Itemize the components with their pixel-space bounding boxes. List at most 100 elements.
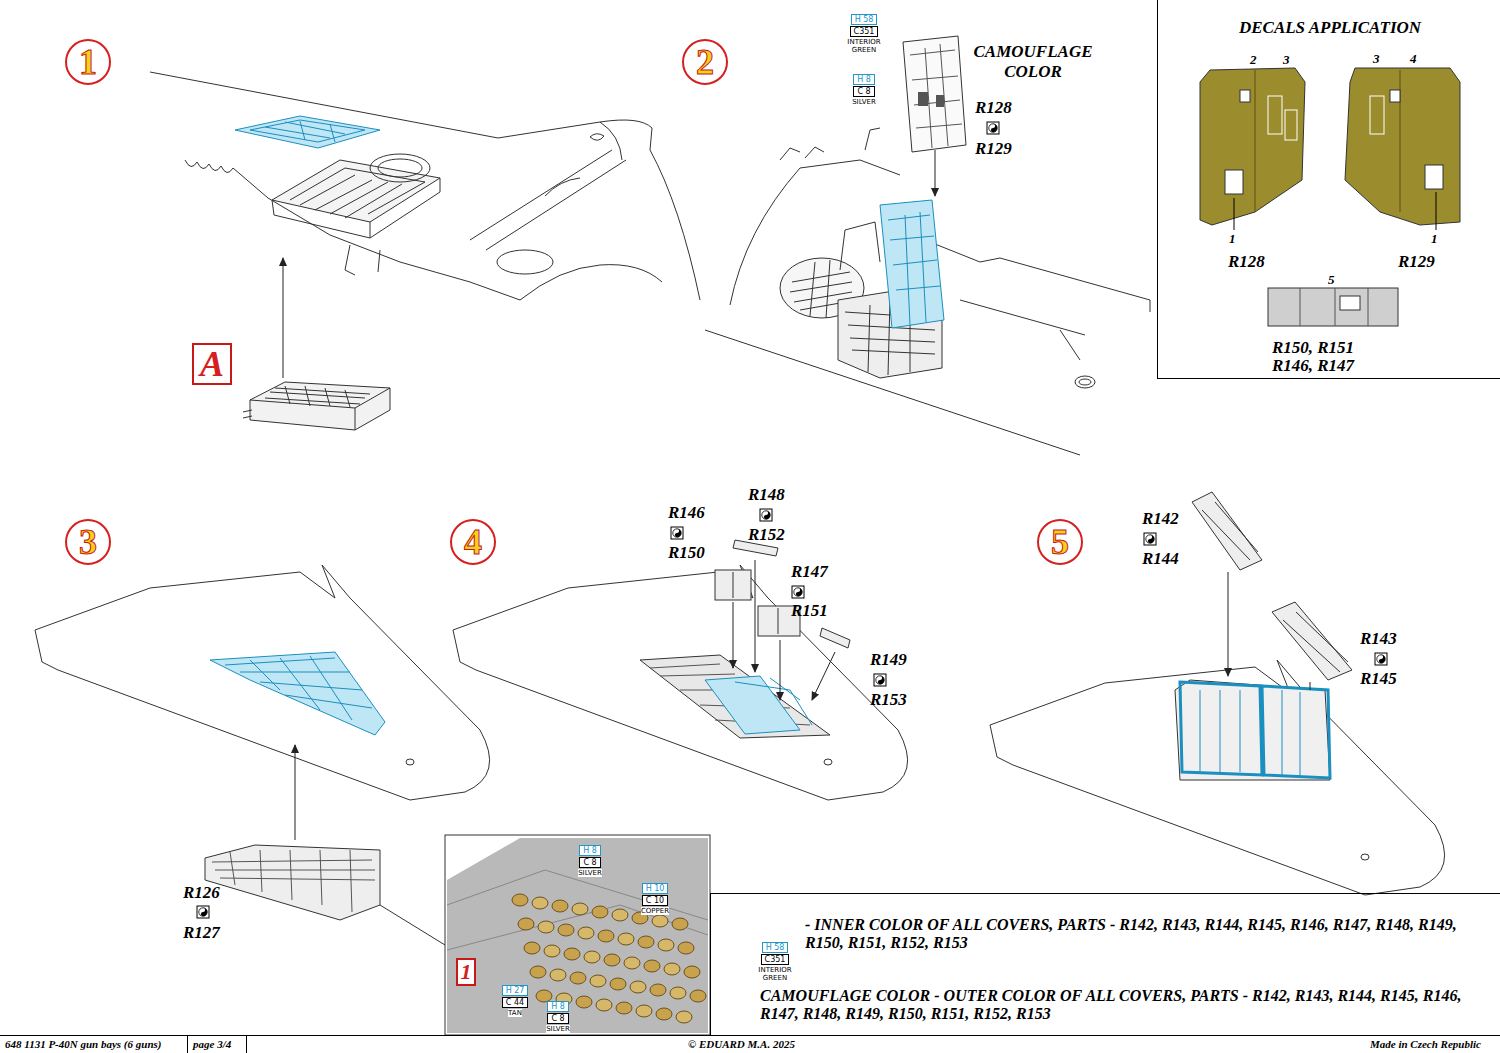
color-code: INTERIOR GREEN (839, 38, 889, 54)
color-code: C351 (761, 954, 790, 965)
note-heading: CAMOUFLAGE COLOR (958, 42, 1108, 82)
mirror-symbols (197, 122, 1387, 918)
part-number: R142 (1142, 509, 1179, 529)
color-code: SILVER (852, 98, 876, 106)
part-number: R127 (183, 923, 220, 943)
step-label: A (200, 346, 224, 382)
part-number: R150, R151 (1258, 338, 1368, 358)
step3-parts (205, 652, 445, 945)
color-code: H 8 (853, 74, 875, 85)
step-number: 1 (65, 39, 111, 85)
step-label: 3 (79, 524, 97, 560)
part-number: R126 (183, 883, 220, 903)
cartridge (638, 936, 654, 948)
part-number: R148 (748, 485, 785, 505)
part-number: R149 (870, 650, 907, 670)
decal-panel: DECALS APPLICATION (1157, 0, 1500, 379)
cartridge (676, 1011, 692, 1023)
wing-outlines (35, 565, 1445, 895)
step5-parts (1175, 492, 1352, 780)
color-code: C 8 (579, 857, 600, 868)
decal-number: 5 (1328, 272, 1335, 287)
cartridge (618, 933, 634, 945)
part-number: R146 (668, 503, 705, 523)
color-code: C351 (850, 26, 879, 37)
part-number: R128 (1228, 252, 1265, 272)
footer-text: 648 1131 P-40N gun bays (6 guns) (5, 1038, 161, 1051)
cartridge (630, 981, 646, 993)
color-code-chip: H 8C 8SILVER (533, 1001, 583, 1033)
cartridge (532, 897, 548, 909)
cartridge (650, 984, 666, 996)
cartridge (578, 927, 594, 939)
footer-text: page 3/4 (193, 1038, 231, 1051)
frame-lines (0, 893, 1500, 1053)
note-text: - INNER COLOR OF ALL COVERS, PARTS - R14… (805, 916, 1495, 952)
decal-number: 1 (1431, 231, 1438, 246)
part-number: R144 (1142, 549, 1179, 569)
cartridge (656, 1008, 672, 1020)
color-code: C 8 (547, 1013, 568, 1024)
color-code-chip: H 8C 8SILVER (839, 74, 889, 106)
cartridge (598, 930, 614, 942)
step-label: 5 (1051, 524, 1069, 560)
cartridge (604, 954, 620, 966)
cartridge (558, 924, 574, 936)
cartridge (512, 894, 528, 906)
color-code: SILVER (578, 869, 602, 877)
cartridge (610, 978, 626, 990)
cartridge (584, 951, 600, 963)
part-letter-box: A (192, 343, 232, 385)
step-label: 1 (79, 44, 97, 80)
cartridge (612, 909, 628, 921)
cartridge (624, 957, 640, 969)
cartridge (550, 969, 566, 981)
part-letter-box: 1 (456, 958, 476, 986)
color-code: COPPER (641, 907, 669, 915)
part-number: R129 (1398, 252, 1435, 272)
part-number: R143 (1360, 629, 1397, 649)
cartridge (636, 1005, 652, 1017)
step-label: 1 (461, 961, 472, 983)
cartridge (524, 942, 540, 954)
cartridge (596, 999, 612, 1011)
cartridge (552, 900, 568, 912)
part-number: R152 (748, 525, 785, 545)
step1-drawing (150, 72, 700, 430)
cartridge (590, 975, 606, 987)
color-code-chip: H 58C351INTERIOR GREEN (750, 942, 800, 982)
cartridge (530, 966, 546, 978)
step-number: 3 (65, 519, 111, 565)
part-number: R153 (870, 690, 907, 710)
part-number: R129 (975, 139, 1012, 159)
color-code: SILVER (546, 1025, 570, 1033)
color-code: C 44 (502, 997, 528, 1008)
color-code: C 10 (642, 895, 668, 906)
footer-text: Made in Czech Republic (1370, 1038, 1481, 1051)
step-label: 4 (464, 524, 482, 560)
decal-number: 3 (1283, 52, 1290, 67)
cartridge (570, 972, 586, 984)
cartridge (690, 990, 706, 1002)
decal-number: 2 (1250, 52, 1257, 67)
cartridge (592, 906, 608, 918)
color-code: TAN (508, 1009, 522, 1017)
cartridge (644, 960, 660, 972)
decal-number: 3 (1373, 51, 1380, 66)
footer-text: © EDUARD M.A. 2025 (688, 1038, 795, 1051)
color-code: C 8 (853, 86, 874, 97)
color-code-chip: H 27C 44TAN (490, 985, 540, 1017)
step-number: 4 (450, 519, 496, 565)
color-code: H 8 (579, 845, 601, 856)
step-number: 2 (682, 39, 728, 85)
panel-heading: DECALS APPLICATION (1158, 18, 1500, 38)
step-label: 2 (696, 44, 714, 80)
part-number: R145 (1360, 669, 1397, 689)
part-number: R146, R147 (1258, 356, 1368, 376)
cartridge (664, 963, 680, 975)
part-number: R147 (791, 562, 828, 582)
color-code: H 8 (547, 1001, 569, 1012)
step4-parts (640, 540, 850, 738)
color-code: H 58 (851, 14, 878, 25)
